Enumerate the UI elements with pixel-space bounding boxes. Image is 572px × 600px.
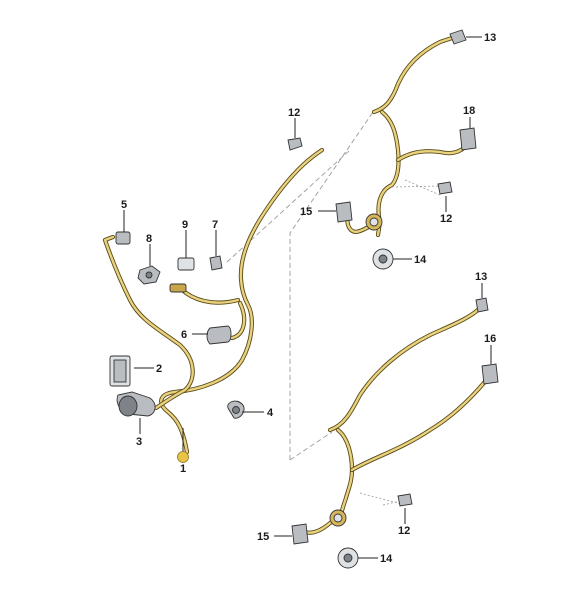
- callout-14-lower[interactable]: 14: [380, 553, 393, 565]
- hose-upper-right[interactable]: [371, 35, 455, 115]
- callout-15-lower[interactable]: 15: [257, 531, 269, 543]
- callout-12-upper-left[interactable]: 12: [288, 107, 300, 119]
- part-14-seal-ring-upper[interactable]: [365, 213, 383, 231]
- part-13-nozzle-upper[interactable]: [449, 29, 467, 45]
- hose-system: [102, 35, 491, 535]
- part-12-clip-upper-right[interactable]: [437, 181, 453, 195]
- callout-4[interactable]: 4: [267, 407, 274, 419]
- part-12-clip-upper-left[interactable]: [287, 137, 303, 151]
- callout-14-upper[interactable]: 14: [414, 254, 427, 266]
- callout-1[interactable]: 1: [180, 463, 186, 475]
- callout-3[interactable]: 3: [136, 436, 142, 448]
- callout-13-upper[interactable]: 13: [484, 32, 496, 44]
- part-15-nozzle-heater-upper[interactable]: [335, 201, 353, 223]
- highlight-marker-1: [177, 451, 189, 463]
- callout-9[interactable]: 9: [182, 219, 188, 231]
- callout-16[interactable]: 16: [484, 333, 496, 345]
- part-2-pump-bracket[interactable]: [109, 355, 131, 387]
- callout-12-lower-right[interactable]: 12: [398, 525, 410, 537]
- callout-12-upper-right[interactable]: 12: [440, 213, 452, 225]
- part-3-washer-pump[interactable]: [116, 391, 156, 417]
- part-15-nozzle-heater-lower[interactable]: [291, 523, 309, 545]
- part-14-grommet-upper[interactable]: [372, 248, 394, 270]
- callout-labels: 1 2 3 4 5 6 7 8 9 12 12 12 13 13 14 14 1…: [121, 32, 496, 565]
- part-18-connector[interactable]: [459, 127, 477, 151]
- part-16-connector[interactable]: [481, 363, 499, 385]
- part-6-connector[interactable]: [206, 325, 232, 345]
- callout-13-lower[interactable]: 13: [475, 271, 487, 283]
- callout-8[interactable]: 8: [146, 233, 152, 245]
- part-14-seal-ring-lower[interactable]: [329, 509, 347, 527]
- part-9-check-valve[interactable]: [169, 257, 195, 293]
- callout-15-upper[interactable]: 15: [300, 206, 312, 218]
- callout-5[interactable]: 5: [121, 199, 127, 211]
- part-5-connector[interactable]: [115, 231, 131, 245]
- part-7-clip[interactable]: [209, 255, 223, 271]
- part-8-retainer[interactable]: [137, 265, 161, 285]
- part-14-grommet-lower[interactable]: [337, 547, 359, 569]
- callout-6[interactable]: 6: [181, 329, 187, 341]
- leader-lines: [123, 36, 492, 559]
- part-13-nozzle-lower[interactable]: [475, 297, 489, 313]
- part-12-clip-lower-right[interactable]: [397, 493, 413, 507]
- callout-7[interactable]: 7: [212, 219, 218, 231]
- part-4-grommet-clip[interactable]: [227, 400, 245, 419]
- callout-2[interactable]: 2: [156, 363, 162, 375]
- reference-dashed-lines: [226, 111, 441, 506]
- callout-18[interactable]: 18: [463, 105, 475, 117]
